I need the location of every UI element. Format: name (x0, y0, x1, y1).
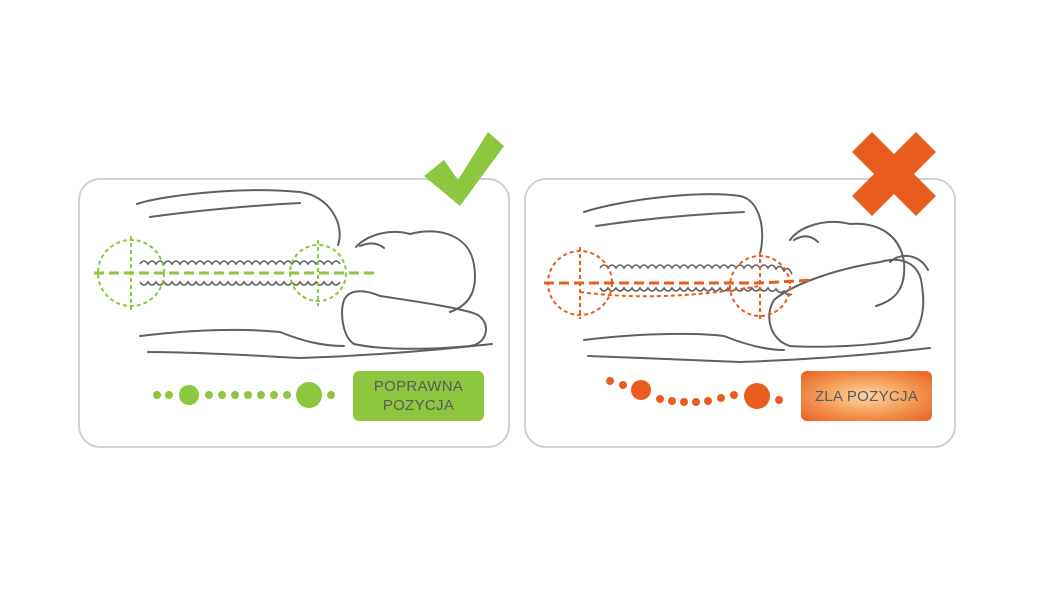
alignment-guides-incorrect (544, 247, 815, 320)
cross-icon (852, 132, 936, 216)
incorrect-position-label: ZLA POZYCJA (801, 371, 932, 421)
body-outline-incorrect (583, 193, 931, 363)
vertebra-dots-correct (153, 382, 335, 408)
incorrect-position-text: ZLA POZYCJA (814, 387, 919, 405)
correct-position-label: POPRAWNA POZYCJA (353, 371, 484, 421)
alignment-guides-correct (94, 236, 377, 310)
spine-correct (139, 260, 341, 286)
checkmark-icon (424, 132, 504, 206)
correct-position-text: POPRAWNA POZYCJA (373, 378, 464, 414)
vertebra-dots-incorrect (606, 377, 783, 409)
spine-incorrect (599, 264, 793, 296)
body-outline-correct (136, 189, 493, 359)
